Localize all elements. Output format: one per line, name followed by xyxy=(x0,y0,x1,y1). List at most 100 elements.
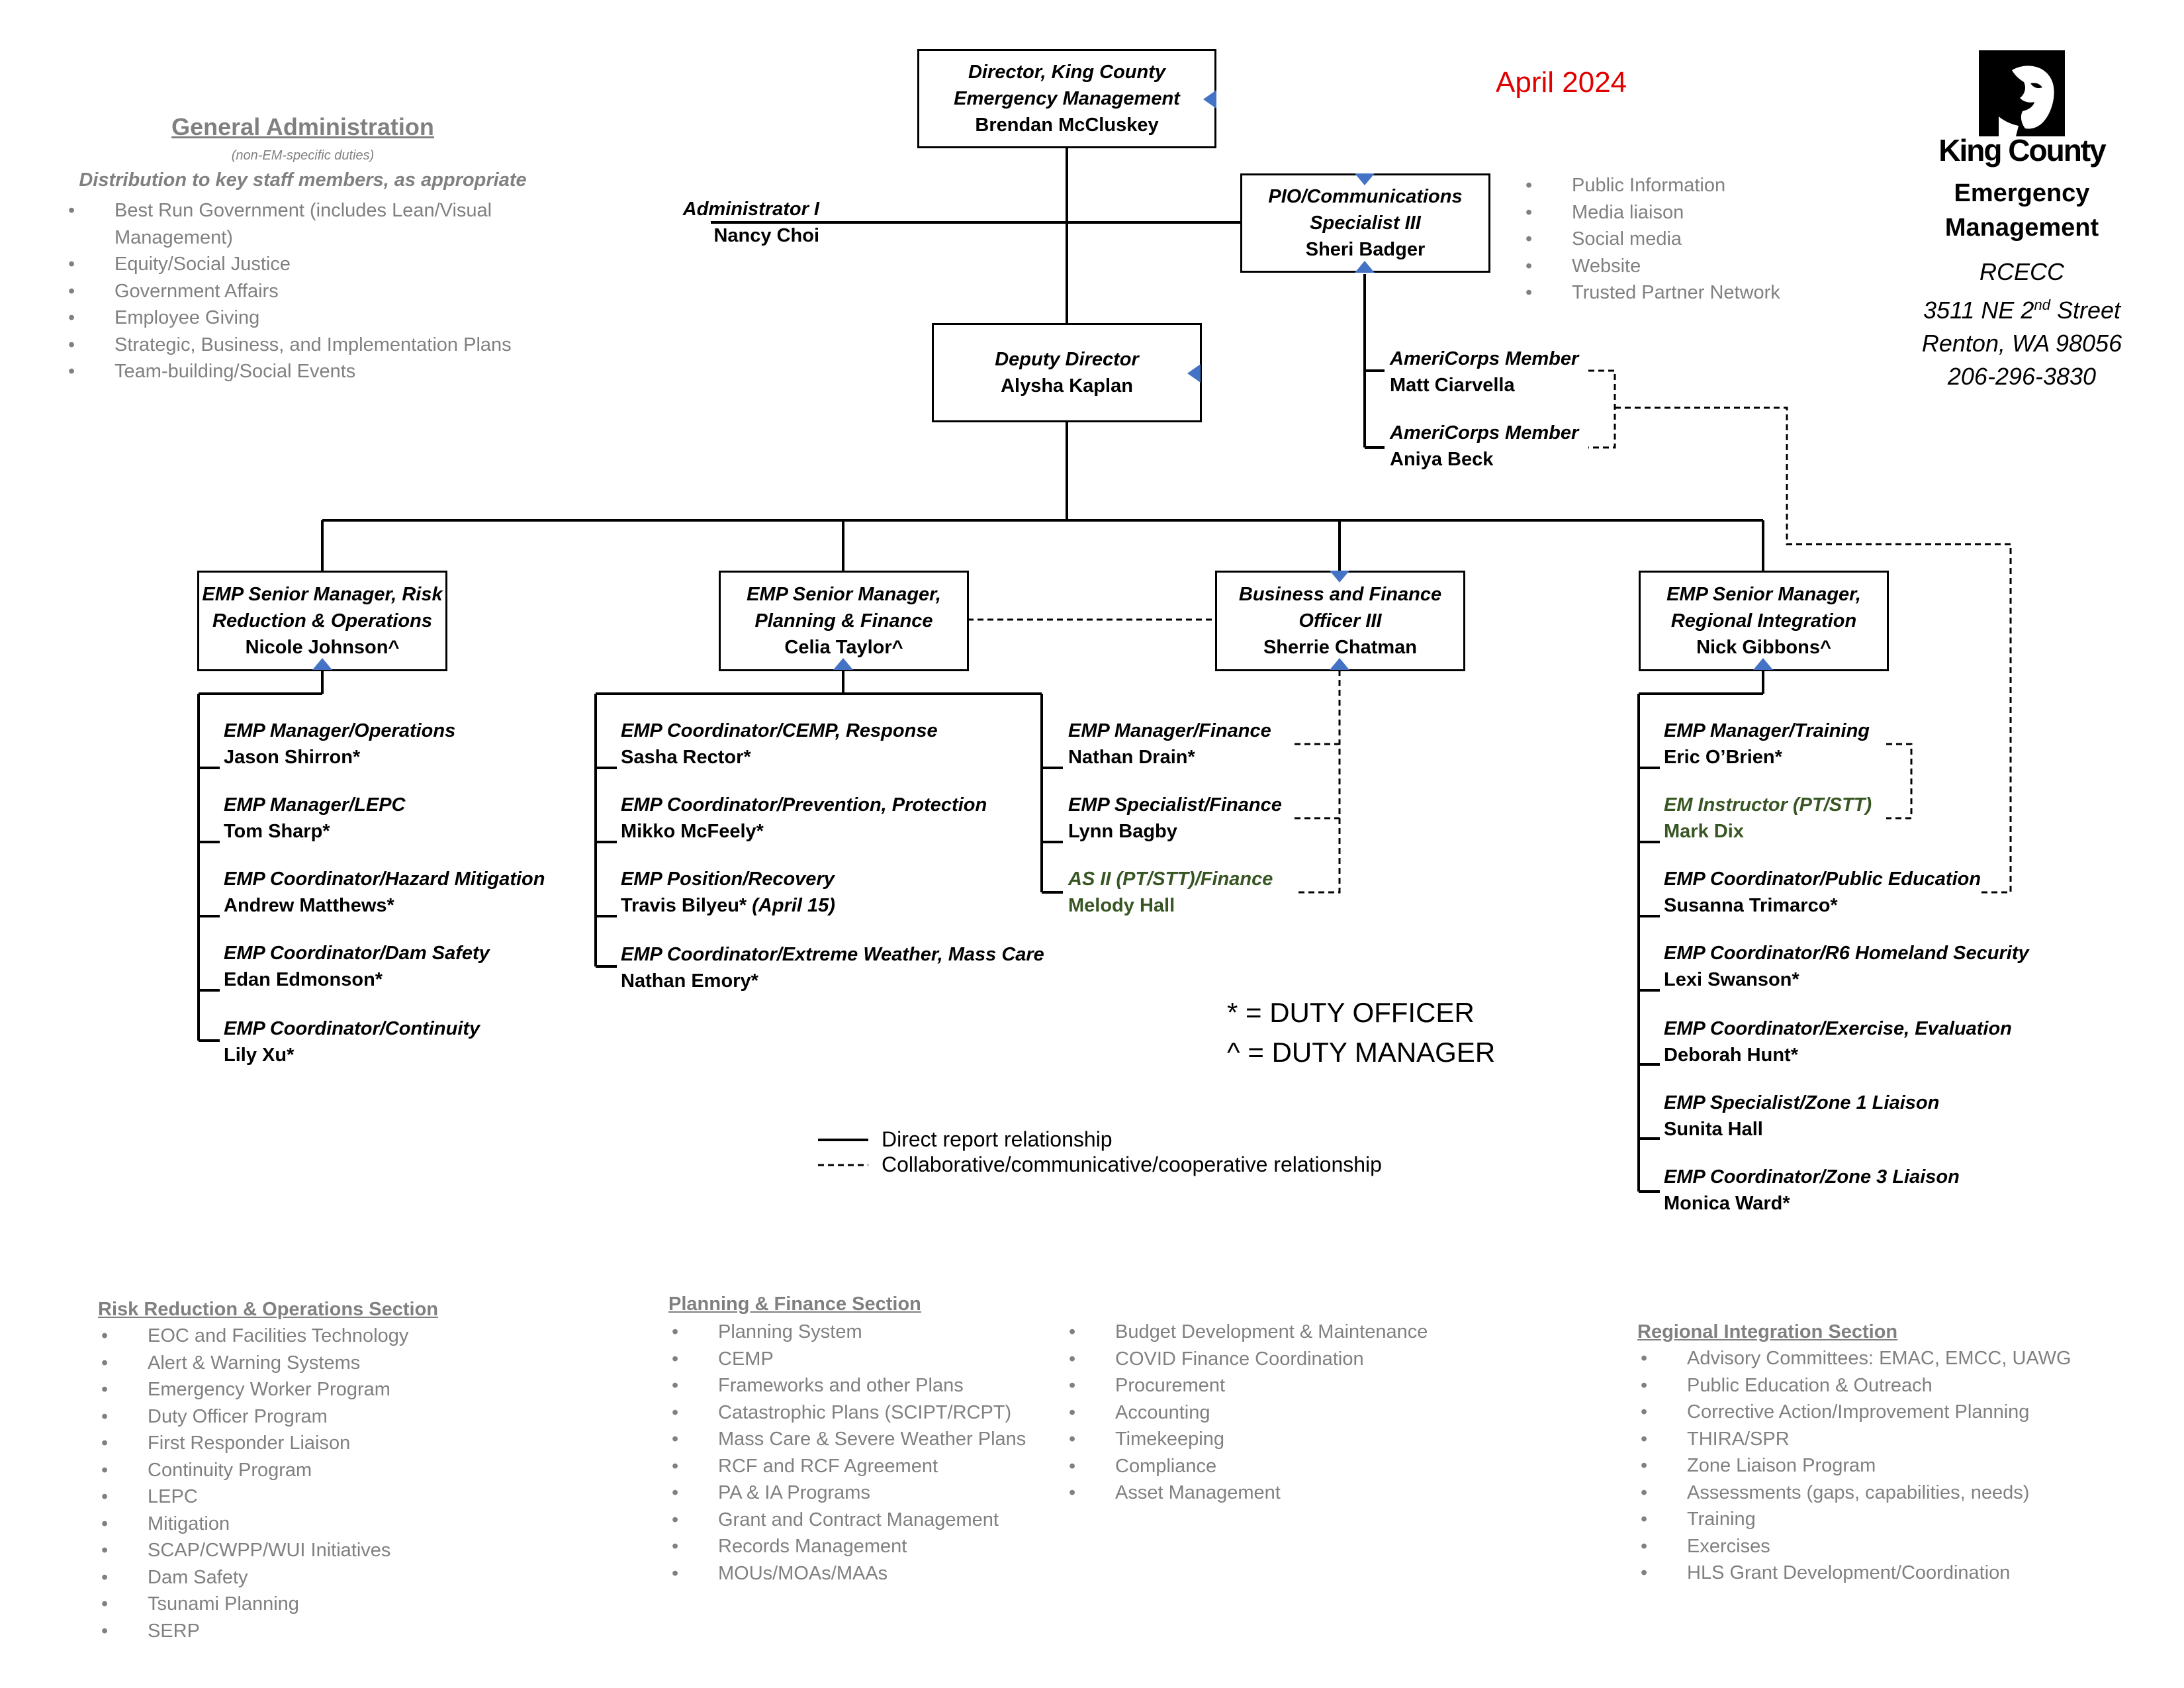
duty-key: * = DUTY OFFICER ^ = DUTY MANAGER xyxy=(1227,993,1495,1072)
list-item: Best Run Government (includes Lean/Visua… xyxy=(65,197,541,251)
mlk-portrait-icon xyxy=(1979,50,2065,136)
logo-name: King County xyxy=(1938,133,2106,167)
general-admin-subtitle: Distribution to key staff members, as ap… xyxy=(79,169,527,191)
list-item: Duty Officer Program xyxy=(98,1403,522,1430)
list-item: Public Education & Outreach xyxy=(1637,1372,2127,1399)
legend-collab: Collaborative/communicative/cooperative … xyxy=(882,1152,1382,1176)
list-item: Asset Management xyxy=(1066,1479,1476,1507)
list-item: Social media xyxy=(1522,226,1893,253)
administrator-label: Administrator I Nancy Choi xyxy=(596,196,819,249)
pio-duties-list: Public InformationMedia liaisonSocial me… xyxy=(1522,172,1893,306)
manager-box-finance: Business and Finance Officer III Sherrie… xyxy=(1215,571,1465,671)
section-list-planning: Planning SystemCEMPFrameworks and other … xyxy=(668,1319,1079,1587)
list-item: Equity/Social Justice xyxy=(65,251,541,278)
list-item: Assessments (gaps, capabilities, needs) xyxy=(1637,1479,2127,1507)
list-item: Exercises xyxy=(1637,1533,2127,1560)
legend: Direct report relationship Collaborative… xyxy=(882,1127,1382,1177)
list-item: COVID Finance Coordination xyxy=(1066,1346,1476,1373)
list-item: Zone Liaison Program xyxy=(1637,1452,2127,1479)
logo-subtitle: Emergency Management xyxy=(1944,179,2099,242)
pio-box: PIO/Communications Specialist III Sheri … xyxy=(1240,173,1490,273)
address-org: RCECC xyxy=(1979,258,2064,285)
list-item: Strategic, Business, and Implementation … xyxy=(65,332,541,359)
manager-risk-marker-icon xyxy=(312,658,332,670)
pio-top-marker-icon xyxy=(1355,173,1375,185)
address-phone: 206-296-3830 xyxy=(1947,363,2097,390)
director-name: Brendan McCluskey xyxy=(975,115,1159,136)
director-title: Director, King County Emergency Manageme… xyxy=(954,62,1180,109)
deputy-title: Deputy Director xyxy=(995,349,1139,370)
section-list-risk: EOC and Facilities TechnologyAlert & War… xyxy=(98,1323,522,1644)
list-item: RCF and RCF Agreement xyxy=(668,1453,1079,1480)
list-item: THIRA/SPR xyxy=(1637,1426,2127,1453)
list-item: Public Information xyxy=(1522,172,1893,199)
americorps-member: AmeriCorps Member Matt Ciarvella xyxy=(1390,348,1579,396)
list-item: Budget Development & Maintenance xyxy=(1066,1319,1476,1346)
list-item: Advisory Committees: EMAC, EMCC, UAWG xyxy=(1637,1345,2127,1372)
list-item: Records Management xyxy=(668,1533,1079,1560)
general-admin-panel: General Administration (non-EM-specific … xyxy=(40,110,566,193)
list-item: Team-building/Social Events xyxy=(65,358,541,385)
list-item: Timekeeping xyxy=(1066,1426,1476,1453)
director-marker-icon xyxy=(1203,90,1216,109)
general-admin-note: (non-EM-specific duties) xyxy=(231,148,375,163)
manager-finance-bottom-marker-icon xyxy=(1330,658,1349,670)
list-item: Employee Giving xyxy=(65,305,541,332)
list-item: Mitigation xyxy=(98,1511,522,1538)
pio-name: Sheri Badger xyxy=(1305,239,1426,260)
list-item: LEPC xyxy=(98,1483,522,1511)
list-item: SERP xyxy=(98,1618,522,1645)
section-list-finance: Budget Development & MaintenanceCOVID Fi… xyxy=(1066,1319,1476,1507)
duty-officer-key: * = DUTY OFFICER xyxy=(1227,997,1475,1028)
address-street: 3511 NE 2nd Street xyxy=(1923,297,2120,324)
list-item: Media liaison xyxy=(1522,199,1893,226)
director-box: Director, King County Emergency Manageme… xyxy=(917,49,1216,148)
section-title-risk: Risk Reduction & Operations Section xyxy=(98,1299,439,1320)
list-item: HLS Grant Development/Coordination xyxy=(1637,1560,2127,1587)
list-item: PA & IA Programs xyxy=(668,1479,1079,1507)
list-item: Continuity Program xyxy=(98,1457,522,1484)
manager-box-planning: EMP Senior Manager, Planning & Finance C… xyxy=(719,571,969,671)
section-title-regional: Regional Integration Section xyxy=(1637,1321,1898,1342)
king-county-logo xyxy=(1979,50,2065,136)
list-item: Trusted Partner Network xyxy=(1522,279,1893,306)
list-item: Grant and Contract Management xyxy=(668,1507,1079,1534)
pio-title: PIO/Communications Specialist III xyxy=(1268,186,1463,234)
list-item: Accounting xyxy=(1066,1399,1476,1427)
legend-direct: Direct report relationship xyxy=(882,1127,1113,1151)
list-item: Frameworks and other Plans xyxy=(668,1372,1079,1399)
list-item: Tsunami Planning xyxy=(98,1591,522,1618)
list-item: EOC and Facilities Technology xyxy=(98,1323,522,1350)
section-list-regional: Advisory Committees: EMAC, EMCC, UAWGPub… xyxy=(1637,1345,2127,1587)
staff-member: EMP Coordinator/Extreme Weather, Mass Ca… xyxy=(621,944,1044,992)
list-item: Procurement xyxy=(1066,1372,1476,1399)
duty-manager-key: ^ = DUTY MANAGER xyxy=(1227,1037,1496,1068)
list-item: Alert & Warning Systems xyxy=(98,1350,522,1377)
manager-finance-top-marker-icon xyxy=(1330,571,1349,583)
list-item: Catastrophic Plans (SCIPT/RCPT) xyxy=(668,1399,1079,1427)
list-item: Training xyxy=(1637,1506,2127,1533)
administrator-title: Administrator I xyxy=(682,199,819,220)
date-label: April 2024 xyxy=(1496,66,1627,99)
staff-member: EM Instructor (PT/STT)Mark Dix xyxy=(1664,794,1872,842)
address-city: Renton, WA 98056 xyxy=(1921,330,2122,357)
manager-planning-marker-icon xyxy=(833,658,853,670)
list-item: SCAP/CWPP/WUI Initiatives xyxy=(98,1537,522,1564)
list-item: Mass Care & Severe Weather Plans xyxy=(668,1426,1079,1453)
deputy-marker-icon xyxy=(1187,364,1201,383)
list-item: Dam Safety xyxy=(98,1564,522,1591)
address-block: RCECC 3511 NE 2nd Street Renton, WA 9805… xyxy=(1893,256,2151,393)
manager-regional-marker-icon xyxy=(1753,658,1773,670)
